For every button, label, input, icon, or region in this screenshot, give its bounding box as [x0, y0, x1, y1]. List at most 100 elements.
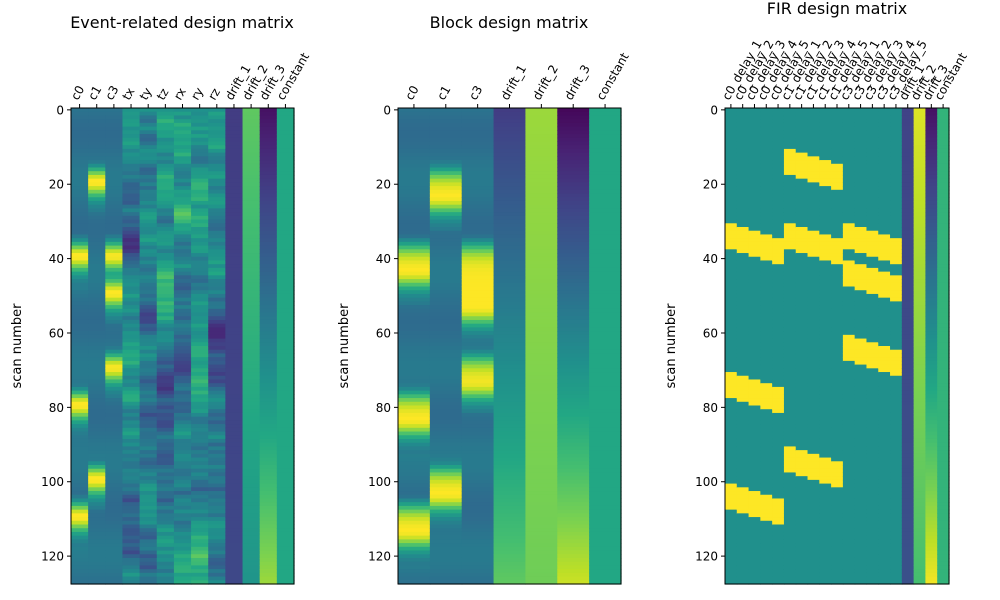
- heatmap-cell: [819, 546, 832, 552]
- heatmap-cell: [105, 442, 124, 448]
- heatmap-cell: [525, 319, 558, 325]
- heatmap-cell: [208, 219, 226, 224]
- heatmap-cell: [208, 487, 226, 492]
- heatmap-cell: [276, 338, 295, 343]
- heatmap-cell: [122, 267, 141, 273]
- heatmap-cell: [105, 543, 124, 548]
- heatmap-cell: [795, 137, 809, 143]
- heatmap-cell: [139, 528, 158, 533]
- heatmap-cell: [925, 401, 938, 407]
- heatmap-cell: [71, 561, 89, 567]
- heatmap-cell: [173, 137, 192, 143]
- heatmap-cell: [173, 360, 192, 366]
- heatmap-cell: [748, 420, 761, 425]
- heatmap-cell: [225, 539, 244, 544]
- heatmap-cell: [88, 357, 106, 362]
- heatmap-cell: [259, 219, 278, 224]
- heatmap-cell: [890, 498, 903, 503]
- heatmap-cell: [913, 483, 927, 488]
- heatmap-cell: [866, 357, 879, 362]
- heatmap-cell: [807, 227, 820, 232]
- heatmap-cell: [398, 435, 431, 440]
- heatmap-cell: [105, 163, 124, 169]
- heatmap-cell: [589, 505, 622, 511]
- heatmap-cell: [866, 282, 879, 288]
- heatmap-cell: [461, 152, 495, 157]
- heatmap-cell: [772, 476, 785, 481]
- heatmap-cell: [139, 327, 158, 332]
- heatmap-cell: [122, 275, 141, 280]
- heatmap-cell: [890, 550, 903, 555]
- heatmap-cell: [854, 379, 868, 384]
- heatmap-cell: [429, 152, 463, 157]
- heatmap-cell: [122, 230, 141, 236]
- heatmap-cell: [831, 245, 844, 250]
- y-tick-label: 40: [376, 252, 391, 266]
- heatmap-cell: [525, 197, 558, 202]
- regressor-column-c1_delay_3: [807, 108, 820, 585]
- heatmap-cell: [276, 435, 295, 440]
- heatmap-cell: [173, 219, 192, 224]
- heatmap-cell: [866, 134, 879, 139]
- heatmap-cell: [71, 360, 89, 366]
- heatmap-cell: [736, 215, 750, 221]
- heatmap-cell: [925, 375, 938, 381]
- heatmap-cell: [901, 353, 915, 358]
- heatmap-cell: [242, 108, 261, 113]
- heatmap-cell: [854, 342, 868, 347]
- heatmap-cell: [208, 531, 226, 537]
- heatmap-cell: [493, 111, 527, 117]
- heatmap-cell: [901, 487, 915, 492]
- heatmap-cell: [925, 249, 938, 254]
- heatmap-cell: [461, 539, 495, 544]
- heatmap-cell: [807, 327, 820, 332]
- heatmap-cell: [937, 148, 950, 154]
- heatmap-cell: [748, 412, 761, 418]
- heatmap-cell: [276, 502, 295, 507]
- heatmap-cell: [557, 334, 590, 340]
- heatmap-cell: [191, 468, 209, 474]
- heatmap-cell: [105, 197, 124, 202]
- heatmap-cell: [748, 479, 761, 485]
- heatmap-cell: [173, 398, 192, 403]
- heatmap-cell: [88, 108, 106, 113]
- heatmap-cell: [890, 200, 903, 206]
- heatmap-cell: [748, 431, 761, 436]
- heatmap-cell: [748, 513, 761, 518]
- heatmap-cell: [525, 528, 558, 533]
- heatmap-cell: [725, 186, 738, 191]
- heatmap-cell: [878, 227, 891, 232]
- heatmap-cell: [890, 119, 903, 124]
- heatmap-cell: [725, 286, 738, 291]
- heatmap-cell: [398, 245, 431, 250]
- heatmap-cell: [760, 383, 773, 388]
- heatmap-cell: [736, 531, 750, 537]
- heatmap-cell: [276, 550, 295, 555]
- regressor-column-drift_2: [913, 108, 927, 585]
- heatmap-cell: [890, 331, 903, 336]
- heatmap-cell: [493, 520, 527, 526]
- heatmap-cell: [772, 446, 785, 451]
- heatmap-cell: [88, 435, 106, 440]
- heatmap-cell: [122, 416, 141, 421]
- heatmap-cell: [139, 431, 158, 436]
- heatmap-cell: [725, 561, 738, 567]
- heatmap-cell: [831, 442, 844, 448]
- heatmap-cell: [259, 476, 278, 481]
- heatmap-cell: [589, 502, 622, 507]
- heatmap-cell: [525, 520, 558, 526]
- heatmap-cell: [748, 438, 761, 444]
- heatmap-cell: [557, 305, 590, 310]
- heatmap-cell: [772, 186, 785, 191]
- heatmap-cell: [913, 301, 927, 306]
- heatmap-cell: [139, 472, 158, 477]
- heatmap-cell: [156, 494, 175, 500]
- heatmap-cell: [557, 531, 590, 537]
- heatmap-cell: [819, 539, 832, 544]
- heatmap-cell: [105, 208, 124, 213]
- heatmap-cell: [429, 182, 463, 187]
- heatmap-cell: [807, 245, 820, 250]
- heatmap-cell: [88, 249, 106, 254]
- heatmap-cell: [772, 479, 785, 485]
- heatmap-cell: [139, 517, 158, 522]
